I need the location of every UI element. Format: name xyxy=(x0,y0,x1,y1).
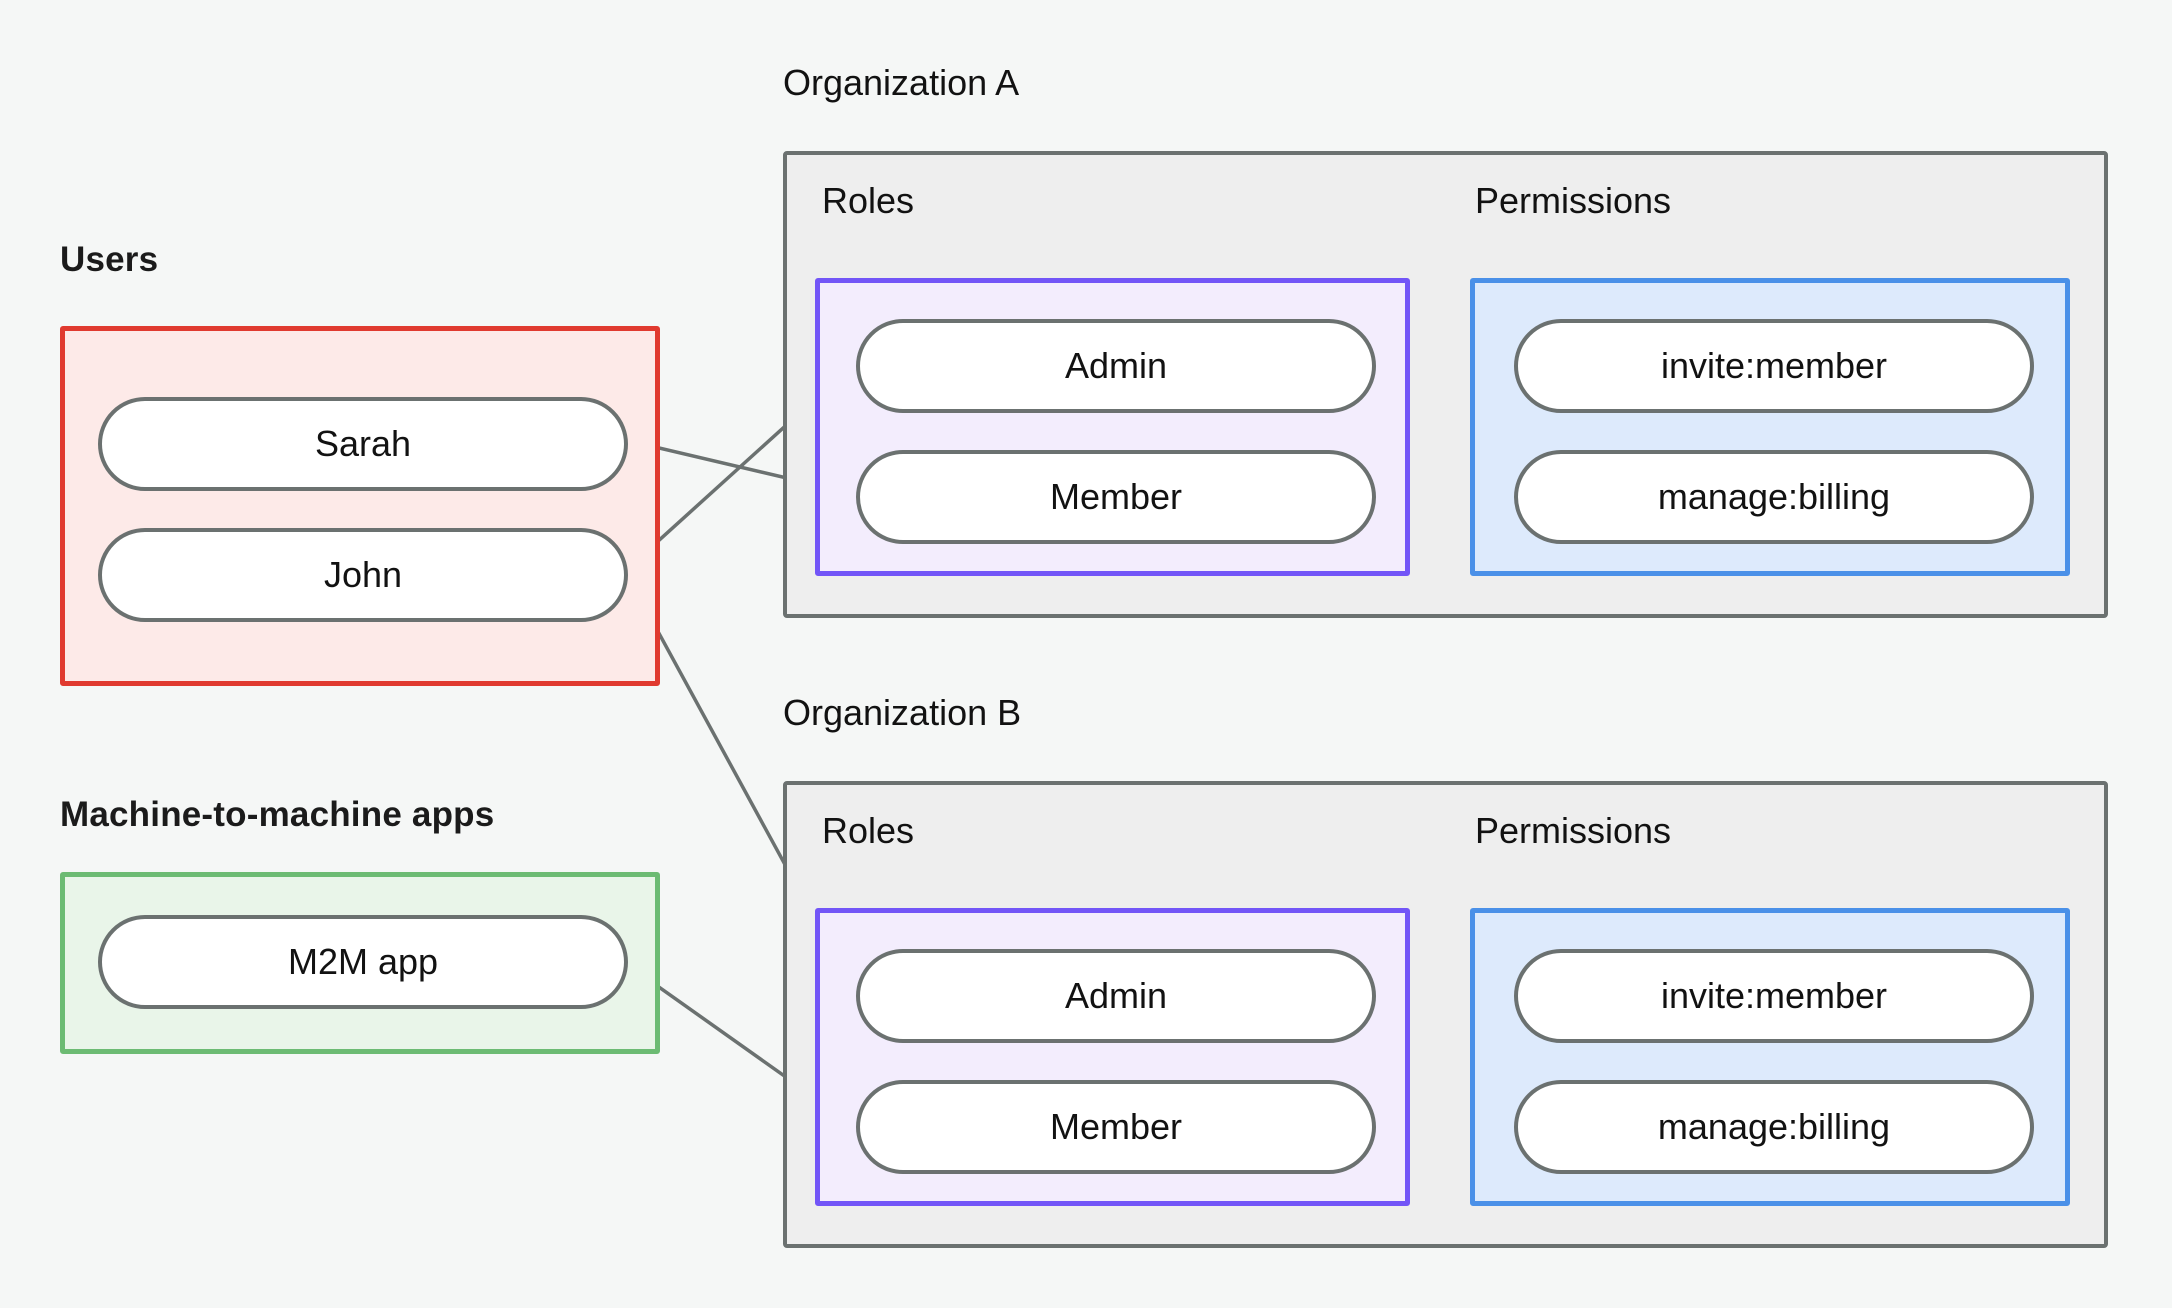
org-b-role-pill-member[interactable]: Member xyxy=(856,1080,1376,1174)
org-a-title: Organization A xyxy=(783,62,1020,103)
users-section-label: Users xyxy=(60,240,159,279)
org-a-permissions-box: invite:member manage:billing xyxy=(1470,278,2070,576)
org-b-title: Organization B xyxy=(783,692,1022,733)
m2m-section-label: Machine-to-machine apps xyxy=(60,795,495,834)
m2m-pill-app[interactable]: M2M app xyxy=(98,915,628,1009)
org-a-permission-pill-invite-member[interactable]: invite:member xyxy=(1514,319,2034,413)
org-a-role-pill-member[interactable]: Member xyxy=(856,450,1376,544)
org-a-roles-title: Roles xyxy=(822,180,915,221)
user-pill-sarah[interactable]: Sarah xyxy=(98,397,628,491)
org-b-permission-pill-manage-billing[interactable]: manage:billing xyxy=(1514,1080,2034,1174)
user-pill-john[interactable]: John xyxy=(98,528,628,622)
org-b-box: Roles Admin Member Permissions invite:me… xyxy=(783,781,2108,1248)
org-a-permission-pill-manage-billing[interactable]: manage:billing xyxy=(1514,450,2034,544)
org-a-role-pill-admin[interactable]: Admin xyxy=(856,319,1376,413)
org-b-permissions-title: Permissions xyxy=(1475,810,1672,851)
org-b-permission-pill-invite-member[interactable]: invite:member xyxy=(1514,949,2034,1043)
org-a-permissions-title: Permissions xyxy=(1475,180,1672,221)
org-b-roles-title: Roles xyxy=(822,810,915,851)
org-b-role-pill-admin[interactable]: Admin xyxy=(856,949,1376,1043)
org-b-permissions-box: invite:member manage:billing xyxy=(1470,908,2070,1206)
users-box: Sarah John xyxy=(60,326,660,686)
org-b-roles-box: Admin Member xyxy=(815,908,1410,1206)
org-a-roles-box: Admin Member xyxy=(815,278,1410,576)
m2m-box: M2M app xyxy=(60,872,660,1054)
org-a-box: Roles Admin Member Permissions invite:me… xyxy=(783,151,2108,618)
